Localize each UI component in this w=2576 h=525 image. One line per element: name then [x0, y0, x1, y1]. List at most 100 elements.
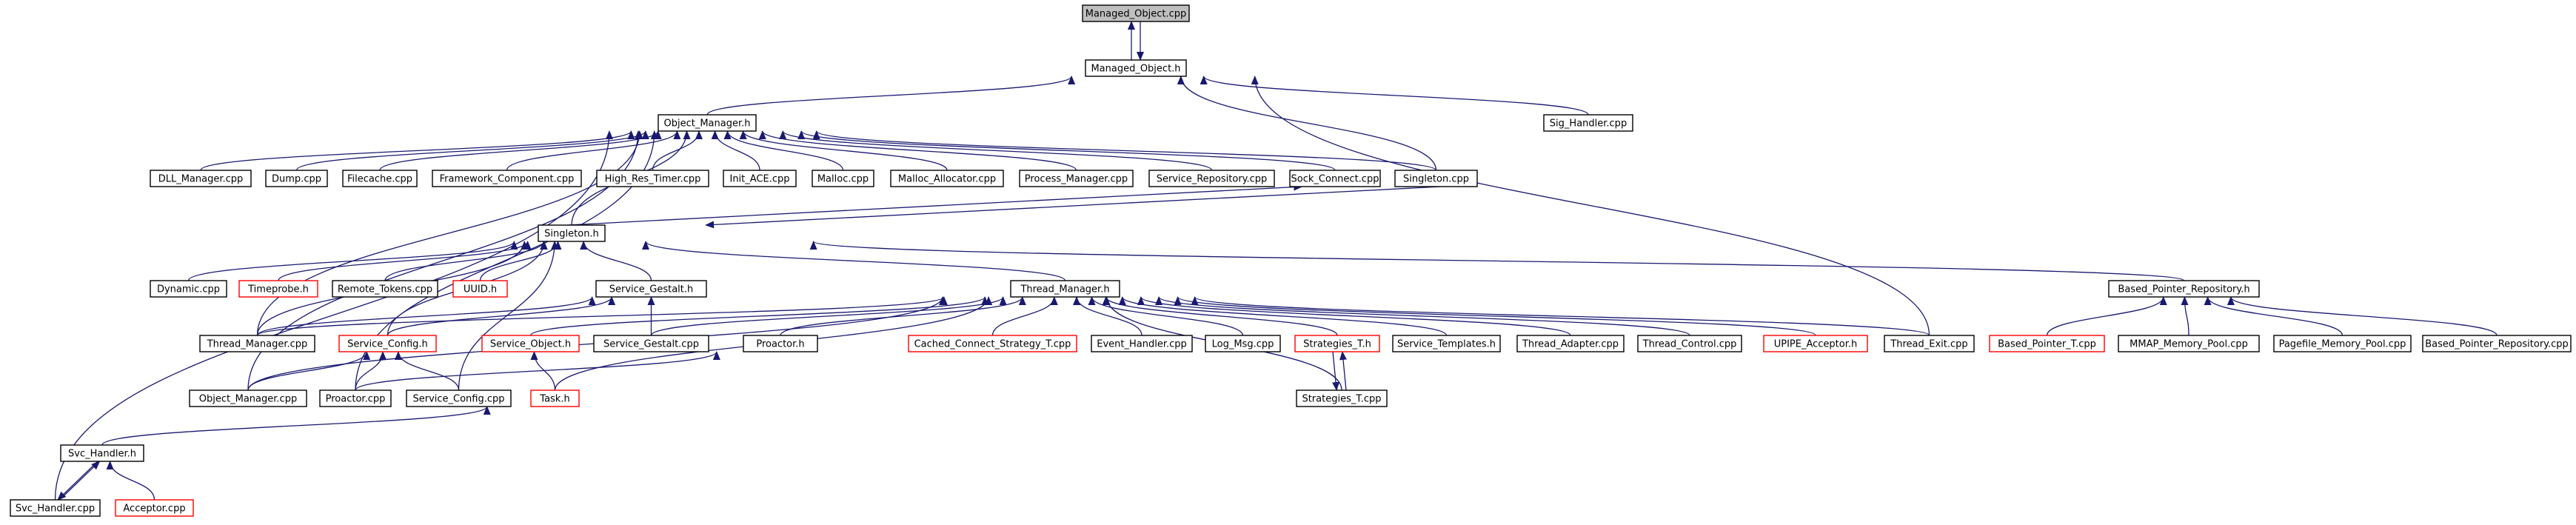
node-box[interactable] [150, 280, 227, 298]
node-service-config-cpp[interactable]: Service_Config.cpp [406, 389, 512, 407]
node-proactor-h[interactable]: Proactor.h [743, 335, 818, 352]
node-event-handler-cpp[interactable]: Event_Handler.cpp [1091, 335, 1193, 352]
node-mmap-memory-pool-cpp[interactable]: MMAP_Memory_Pool.cpp [2118, 335, 2260, 352]
node-task-h[interactable]: Task.h [530, 389, 580, 407]
node-box[interactable] [2422, 335, 2572, 352]
node-timeprobe-h[interactable]: Timeprobe.h [238, 280, 318, 298]
node-proactor-cpp[interactable]: Proactor.cpp [319, 389, 392, 407]
node-box[interactable] [1010, 280, 1120, 298]
node-dump-cpp[interactable]: Dump.cpp [265, 170, 328, 187]
node-object-manager-cpp[interactable]: Object_Manager.cpp [189, 389, 307, 407]
node-thread-manager-cpp[interactable]: Thread_Manager.cpp [199, 335, 315, 352]
node-box[interactable] [1148, 170, 1275, 187]
node-thread-manager-h[interactable]: Thread_Manager.h [1010, 280, 1120, 298]
node-box[interactable] [908, 335, 1077, 352]
node-box[interactable] [1543, 114, 1633, 132]
node-box[interactable] [189, 389, 307, 407]
node-box[interactable] [406, 389, 512, 407]
node-box[interactable] [595, 280, 707, 298]
node-box[interactable] [338, 335, 437, 352]
node-log-msg-cpp[interactable]: Log_Msg.cpp [1205, 335, 1281, 352]
node-box[interactable] [890, 170, 1004, 187]
node-svc-handler-cpp[interactable]: Svc_Handler.cpp [10, 499, 101, 517]
node-box[interactable] [1019, 170, 1134, 187]
node-strategies-t-cpp[interactable]: Strategies_T.cpp [1296, 389, 1388, 407]
node-box[interactable] [60, 444, 144, 462]
node-box[interactable] [452, 280, 508, 298]
node-box[interactable] [238, 280, 318, 298]
node-box[interactable] [1516, 335, 1625, 352]
node-based-pointer-t-cpp[interactable]: Based_Pointer_T.cpp [1989, 335, 2105, 352]
node-box[interactable] [432, 170, 582, 187]
node-process-manager-cpp[interactable]: Process_Manager.cpp [1019, 170, 1134, 187]
node-thread-adapter-cpp[interactable]: Thread_Adapter.cpp [1516, 335, 1625, 352]
node-box[interactable] [1394, 170, 1478, 187]
node-remote-tokens-cpp[interactable]: Remote_Tokens.cpp [332, 280, 438, 298]
node-cached-connect-strategy-t-cpp[interactable]: Cached_Connect_Strategy_T.cpp [908, 335, 1077, 352]
node-box[interactable] [1085, 59, 1187, 77]
node-pagefile-memory-pool-cpp[interactable]: Pagefile_Memory_Pool.cpp [2273, 335, 2412, 352]
node-service-object-h[interactable]: Service_Object.h [481, 335, 580, 352]
node-box[interactable] [1392, 335, 1501, 352]
node-box[interactable] [1637, 335, 1742, 352]
node-based-pointer-repository-h[interactable]: Based_Pointer_Repository.h [2108, 280, 2260, 298]
node-acceptor-cpp[interactable]: Acceptor.cpp [115, 499, 194, 517]
node-box[interactable] [2108, 280, 2260, 298]
node-upipe-acceptor-h[interactable]: UPIPE_Acceptor.h [1763, 335, 1868, 352]
node-malloc-allocator-cpp[interactable]: Malloc_Allocator.cpp [890, 170, 1004, 187]
node-box[interactable] [332, 280, 438, 298]
node-box[interactable] [743, 335, 818, 352]
node-box[interactable] [1989, 335, 2105, 352]
node-singleton-h[interactable]: Singleton.h [538, 224, 606, 242]
node-service-repository-cpp[interactable]: Service_Repository.cpp [1148, 170, 1275, 187]
node-high-res-timer-cpp[interactable]: High_Res_Timer.cpp [596, 170, 709, 187]
node-dynamic-cpp[interactable]: Dynamic.cpp [150, 280, 227, 298]
node-box[interactable] [593, 335, 709, 352]
node-strategies-t-h[interactable]: Strategies_T.h [1294, 335, 1380, 352]
node-service-config-h[interactable]: Service_Config.h [338, 335, 437, 352]
node-box[interactable] [199, 335, 315, 352]
node-thread-control-cpp[interactable]: Thread_Control.cpp [1637, 335, 1742, 352]
node-box[interactable] [2118, 335, 2260, 352]
node-box[interactable] [481, 335, 580, 352]
node-svc-handler-h[interactable]: Svc_Handler.h [60, 444, 144, 462]
node-box[interactable] [150, 170, 252, 187]
node-service-gestalt-cpp[interactable]: Service_Gestalt.cpp [593, 335, 709, 352]
node-service-templates-h[interactable]: Service_Templates.h [1392, 335, 1501, 352]
node-box[interactable] [1294, 335, 1380, 352]
node-filecache-cpp[interactable]: Filecache.cpp [342, 170, 418, 187]
node-sock-connect-cpp[interactable]: Sock_Connect.cpp [1289, 170, 1381, 187]
node-box[interactable] [342, 170, 418, 187]
node-box[interactable] [812, 170, 874, 187]
node-box[interactable] [265, 170, 328, 187]
node-box[interactable] [1884, 335, 1975, 352]
node-service-gestalt-h[interactable]: Service_Gestalt.h [595, 280, 707, 298]
node-box[interactable] [319, 389, 392, 407]
node-framework-component-cpp[interactable]: Framework_Component.cpp [432, 170, 582, 187]
node-box[interactable] [10, 499, 101, 517]
node-managed-object-cpp[interactable]: Managed_Object.cpp [1082, 4, 1190, 22]
node-box[interactable] [723, 170, 797, 187]
node-malloc-cpp[interactable]: Malloc.cpp [812, 170, 874, 187]
node-box[interactable] [596, 170, 709, 187]
node-box[interactable] [1082, 4, 1190, 22]
node-box[interactable] [1289, 170, 1381, 187]
node-box[interactable] [658, 114, 757, 132]
node-sig-handler-cpp[interactable]: Sig_Handler.cpp [1543, 114, 1633, 132]
node-init-ace-cpp[interactable]: Init_ACE.cpp [723, 170, 797, 187]
node-box[interactable] [1296, 389, 1388, 407]
node-uuid-h[interactable]: UUID.h [452, 280, 508, 298]
node-thread-exit-cpp[interactable]: Thread_Exit.cpp [1884, 335, 1975, 352]
node-box[interactable] [1763, 335, 1868, 352]
node-box[interactable] [530, 389, 580, 407]
node-box[interactable] [1205, 335, 1281, 352]
node-box[interactable] [1091, 335, 1193, 352]
node-dll-manager-cpp[interactable]: DLL_Manager.cpp [150, 170, 252, 187]
node-object-manager-h[interactable]: Object_Manager.h [658, 114, 757, 132]
node-box[interactable] [538, 224, 606, 242]
node-box[interactable] [2273, 335, 2412, 352]
node-box[interactable] [115, 499, 194, 517]
node-singleton-cpp[interactable]: Singleton.cpp [1394, 170, 1478, 187]
node-based-pointer-repository-cpp[interactable]: Based_Pointer_Repository.cpp [2422, 335, 2572, 352]
node-managed-object-h[interactable]: Managed_Object.h [1085, 59, 1187, 77]
